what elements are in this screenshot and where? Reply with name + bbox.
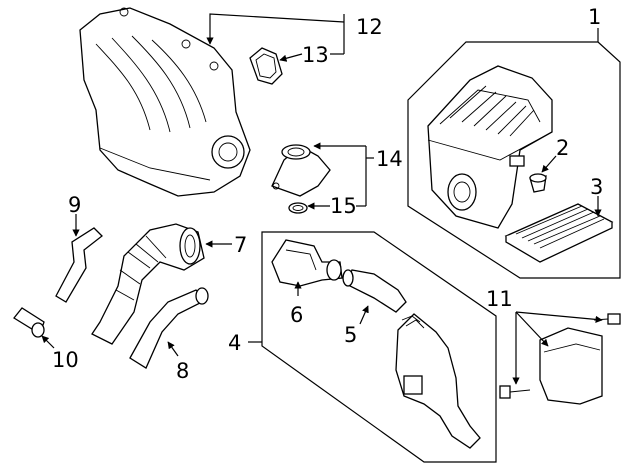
resonator-part-6: [271, 239, 343, 287]
callout-9: 9: [68, 193, 81, 217]
callout-10: 10: [52, 348, 79, 372]
gasket-part-13: [249, 47, 283, 85]
callout-7: 7: [234, 233, 247, 257]
callout-1: 1: [588, 5, 601, 29]
o-ring-part-15: [288, 202, 308, 214]
callout-14: 14: [376, 147, 403, 171]
callout-8: 8: [176, 359, 189, 383]
callout-5: 5: [344, 323, 357, 347]
bracket-part-11: [539, 327, 603, 405]
callout-11: 11: [486, 287, 513, 311]
intake-duct-lower: [395, 313, 481, 449]
intake-duct-part-7: [91, 223, 205, 345]
callout-3: 3: [590, 175, 603, 199]
bolt-part-11-b: [593, 313, 621, 325]
callout-4: 4: [228, 331, 241, 355]
bolt-part-11-a: [499, 385, 531, 399]
throttle-adapter-part-14: [271, 144, 331, 197]
callout-2: 2: [556, 136, 569, 160]
hose-part-9: [55, 227, 103, 303]
callout-13: 13: [302, 43, 329, 67]
air-filter-element: [504, 203, 614, 263]
intake-manifold: [79, 7, 251, 197]
air-cleaner-housing: [427, 65, 553, 229]
hose-part-5: [342, 269, 407, 313]
leader-lines: [41, 13, 603, 385]
callout-6: 6: [290, 303, 303, 327]
connector-part-10: [13, 307, 45, 338]
callout-12: 12: [356, 15, 383, 39]
group-box-1: [407, 41, 621, 279]
clip-part-2: [529, 173, 547, 193]
callout-15: 15: [330, 194, 357, 218]
hose-part-8: [129, 287, 209, 369]
group-box-4: [261, 231, 497, 463]
